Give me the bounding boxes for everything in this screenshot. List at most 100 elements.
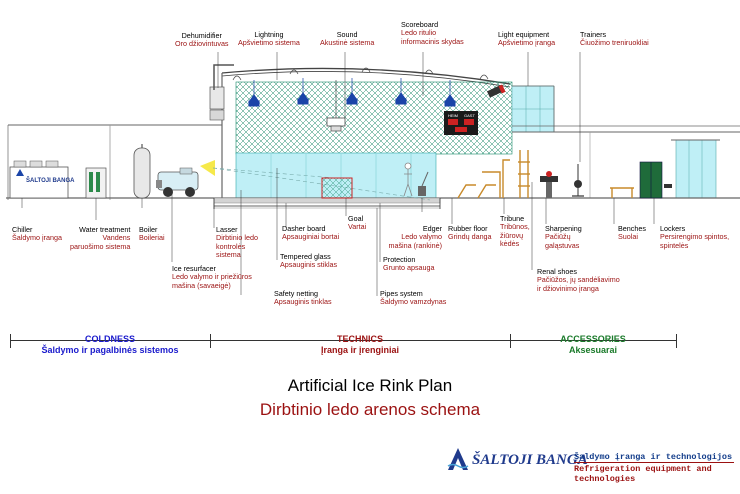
label-en: Sound bbox=[336, 30, 358, 39]
spotlight bbox=[486, 84, 506, 98]
axis-tick-mid2 bbox=[510, 334, 511, 348]
label-lt2: spintelės bbox=[660, 240, 689, 250]
section-accessories-subtitle: Aksesuarai bbox=[568, 345, 618, 355]
footer-tagline-lt: Šaldymo įranga ir technologijos bbox=[574, 452, 733, 462]
label-en: Protection bbox=[383, 255, 416, 264]
label-tempered-glass: Tempered glass Apsauginis stiklas bbox=[280, 252, 338, 270]
chiller-brand-text: ŠALTOJI BANGA bbox=[26, 176, 75, 184]
label-en: Water treatment bbox=[79, 225, 131, 234]
label-dasher-board: Dasher board Apsauginiai bortai bbox=[282, 224, 340, 242]
label-chiller: Chiller Šaldymo įranga bbox=[12, 225, 62, 243]
label-lt: Apsauginis tinklas bbox=[274, 297, 332, 307]
label-rubber-floor: Rubber floor Grindų danga bbox=[448, 224, 492, 242]
label-lightning: Lightning Apšvietimo sistema bbox=[238, 30, 300, 48]
label-ice-resurfacer: Ice resurfacer Ledo valymo ir priežiūros… bbox=[172, 264, 252, 290]
technical-building bbox=[7, 124, 222, 200]
label-lt2: galąstuvas bbox=[545, 240, 580, 250]
page-subtitle: Dirbtinio ledo arenos schema bbox=[259, 400, 481, 419]
floor bbox=[6, 197, 740, 209]
skater-figure bbox=[403, 162, 413, 197]
label-lt: Dirbtinio ledo bbox=[216, 233, 258, 243]
label-en: Light equipment bbox=[498, 30, 550, 39]
label-lt: Persirengimo spintos, bbox=[660, 232, 730, 242]
label-en: Rubber floor bbox=[448, 224, 488, 233]
section-technics-subtitle: Įranga ir įrenginiai bbox=[320, 345, 400, 355]
lasser-beam bbox=[200, 160, 431, 201]
label-lt: Pačiūžos, jų sandėliavimo bbox=[537, 275, 620, 285]
label-en: Tribune bbox=[500, 214, 525, 223]
edger-machine bbox=[418, 171, 429, 196]
label-light-equipment: Light equipment Apšvietimo įranga bbox=[498, 30, 556, 48]
label-lt: Grunto apsauga bbox=[383, 263, 435, 273]
label-pipes-system: Pipes system Šaldymo vamzdynas bbox=[380, 289, 446, 307]
lockers-unit bbox=[639, 161, 672, 199]
label-protection: Protection Grunto apsauga bbox=[383, 255, 435, 273]
label-lt: Čiuožimo treniruokliai bbox=[580, 38, 649, 48]
trainer-device bbox=[572, 164, 584, 197]
label-lt: Oro džiovintuvas bbox=[175, 39, 229, 49]
label-scoreboard: Scoreboard Ledo ritulio informacinis sky… bbox=[401, 20, 464, 46]
label-lasser: Lasser Dirbtinio ledo kontrolės sistema bbox=[216, 225, 258, 260]
label-lt2: ir džiovinimo įranga bbox=[537, 283, 599, 293]
label-lt: Apšvietimo sistema bbox=[238, 38, 300, 48]
label-lt2: informacinis skydas bbox=[401, 36, 464, 46]
label-lt: Apšvietimo įranga bbox=[498, 38, 556, 48]
water-treatment-unit bbox=[85, 167, 107, 199]
label-en: Boiler bbox=[139, 225, 158, 234]
label-lt: Tribūnos, bbox=[500, 222, 530, 232]
label-renal-shoes: Renal shoes Pačiūžos, jų sandėliavimo ir… bbox=[537, 267, 620, 293]
accessory-building bbox=[511, 85, 740, 199]
label-en: Benches bbox=[618, 224, 646, 233]
axis-tick-mid1 bbox=[210, 334, 211, 348]
label-en: Safety netting bbox=[274, 289, 318, 298]
ice-resurfacer-machine bbox=[156, 167, 199, 197]
dehumidifier-unit bbox=[209, 64, 234, 121]
section-accessories-title: ACCESSORIES bbox=[560, 334, 626, 344]
label-lt: Šaldymo įranga bbox=[12, 233, 62, 243]
label-lt2: mašina (rankinė) bbox=[388, 240, 442, 250]
leader-lines bbox=[21, 52, 655, 296]
label-en: Sharpening bbox=[545, 224, 582, 233]
label-lockers: Lockers Persirengimo spintos, spintelės bbox=[660, 224, 730, 250]
goal-net bbox=[321, 177, 353, 199]
label-sharpening: Sharpening Pačiūžų galąstuvas bbox=[545, 224, 582, 250]
label-en: Tempered glass bbox=[280, 252, 331, 261]
label-en: Pipes system bbox=[380, 289, 423, 298]
section-technics-title: TECHNICS bbox=[336, 334, 383, 344]
label-lt: Pačiūžų bbox=[545, 232, 571, 242]
label-en: Renal shoes bbox=[537, 267, 577, 276]
label-lt: Vandens bbox=[102, 233, 131, 243]
sound-speakers bbox=[326, 80, 346, 132]
label-lt2: mašina (savaeigė) bbox=[172, 280, 231, 290]
label-lt: Ledo valymo ir priežiūros bbox=[172, 272, 252, 282]
label-goal: Goal Vartai bbox=[348, 214, 367, 232]
scoreboard-home: HEIM bbox=[448, 113, 458, 118]
scoreboard: HEIM GAST bbox=[444, 111, 478, 135]
section-coldness-title: COLDNESS bbox=[84, 334, 135, 344]
label-dehumidifier: Dehumidifier Oro džiovintuvas bbox=[175, 31, 229, 49]
bench bbox=[610, 187, 634, 198]
label-tribune: Tribune Tribūnos, žiūrovų kėdės bbox=[500, 214, 530, 249]
rink-diagram: HEIM GAST ŠA bbox=[6, 52, 740, 296]
label-lt3: sistema bbox=[216, 250, 241, 260]
label-en: Dasher board bbox=[282, 224, 326, 233]
label-lt: Apsauginiai bortai bbox=[282, 232, 340, 242]
footer-divider bbox=[574, 462, 734, 463]
label-lt: Vartai bbox=[348, 222, 367, 232]
label-lt: Suolai bbox=[618, 232, 638, 242]
label-lt: Apsauginis stiklas bbox=[280, 260, 338, 270]
arena-roof bbox=[221, 67, 511, 200]
label-lt2: žiūrovų bbox=[500, 230, 524, 240]
label-en: Lasser bbox=[216, 225, 238, 234]
footer-tagline-en: Refrigeration equipment and technologies bbox=[574, 464, 712, 484]
tribune-seats bbox=[457, 150, 530, 199]
label-lt3: kėdės bbox=[500, 239, 520, 249]
chiller-unit: ŠALTOJI BANGA bbox=[9, 160, 75, 199]
label-en: Edger bbox=[422, 224, 442, 233]
label-sound: Sound Akustinė sistema bbox=[320, 30, 374, 48]
label-safety-netting: Safety netting Apsauginis tinklas bbox=[274, 289, 332, 307]
label-en: Lockers bbox=[660, 224, 686, 233]
label-en: Scoreboard bbox=[401, 20, 439, 29]
label-water-treatment: Water treatment Vandens paruošimo sistem… bbox=[70, 225, 131, 251]
label-en: Dehumidifier bbox=[181, 31, 222, 40]
